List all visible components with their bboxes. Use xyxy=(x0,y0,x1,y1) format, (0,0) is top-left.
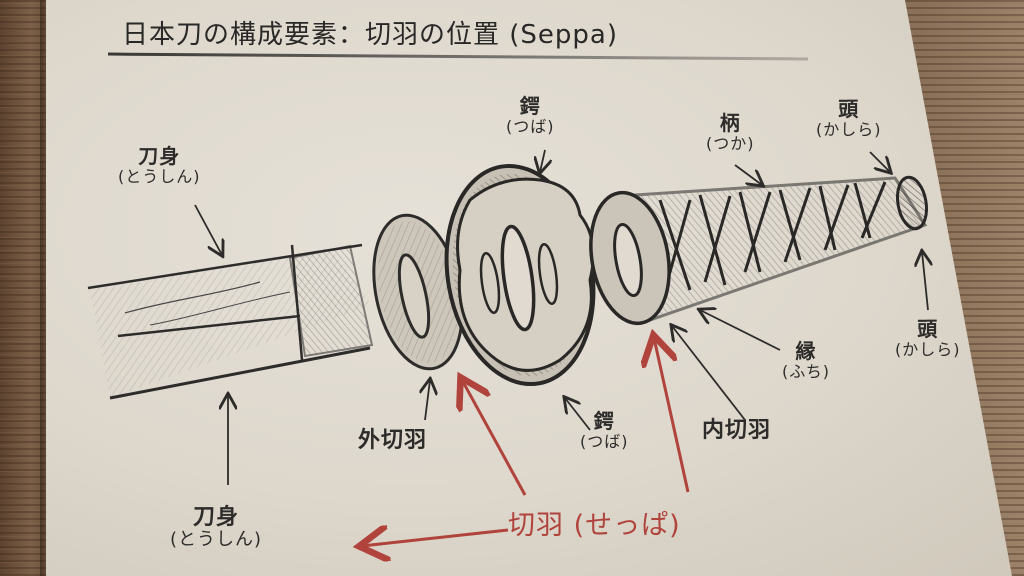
label-outer-seppa: 外切羽 xyxy=(358,428,427,453)
label-kanji: 刀身 xyxy=(138,144,181,168)
arrow-kashira-top-icon xyxy=(869,151,890,172)
label-fuchi: 縁 (ふち) xyxy=(782,340,830,381)
red-arrows xyxy=(362,338,690,546)
label-kashira-right: 頭 (かしら) xyxy=(895,318,961,359)
label-kanji: 鍔 xyxy=(593,409,615,433)
arrow-tsuba-top-icon xyxy=(540,149,545,172)
label-reading: (ふち) xyxy=(782,362,831,381)
arrow-tsuka-icon xyxy=(734,164,762,185)
pencil-arrows xyxy=(194,149,928,485)
label-kanji: 柄 xyxy=(719,111,741,135)
blade-sketch xyxy=(87,243,374,400)
label-kanji: 頭 xyxy=(838,97,860,121)
label-reading: (かしら) xyxy=(895,340,961,359)
label-tsuba-bottom: 鍔 (つば) xyxy=(580,410,629,451)
red-arrow-left-icon xyxy=(362,530,509,546)
arrow-tsuba-bottom-icon xyxy=(565,398,591,431)
label-kanji: 鍔 xyxy=(519,94,541,118)
red-arrow-outer-seppa-icon xyxy=(462,380,527,496)
arrow-outer-seppa-icon xyxy=(425,380,430,421)
outer-seppa-sketch xyxy=(372,213,464,371)
label-kanji: 刀身 xyxy=(193,505,240,530)
label-tsuka: 柄 (つか) xyxy=(706,112,755,153)
arrow-blade-top-icon xyxy=(194,204,222,255)
diagram-title: 日本刀の構成要素：切羽の位置 (Seppa) xyxy=(122,20,618,50)
label-kanji: 頭 xyxy=(917,317,939,341)
seppa-highlight-label: 切羽 (せっぱ) xyxy=(508,510,681,541)
label-reading: (かしら) xyxy=(816,120,882,139)
label-reading: (とうしん) xyxy=(118,167,201,186)
label-kanji: 外切羽 xyxy=(358,428,428,453)
label-blade-bottom: 刀身 (とうしん) xyxy=(170,505,262,551)
arrow-kashira-right-icon xyxy=(922,252,928,311)
tsuka-sketch xyxy=(589,175,929,326)
tsuba-sketch xyxy=(444,163,596,387)
label-inner-seppa: 内切羽 xyxy=(702,418,771,443)
paper-edge-shadow xyxy=(40,0,48,576)
label-tsuba-top: 鍔 (つば) xyxy=(506,95,555,136)
label-kanji: 縁 xyxy=(795,339,817,363)
arrow-inner-seppa-icon xyxy=(672,326,746,421)
arrow-fuchi-icon xyxy=(700,310,781,351)
label-reading: (つか) xyxy=(706,134,755,153)
label-kanji: 内切羽 xyxy=(702,418,772,443)
label-blade-top: 刀身 (とうしん) xyxy=(118,145,201,186)
label-reading: (つば) xyxy=(506,117,555,136)
red-arrow-inner-seppa-icon xyxy=(654,338,690,493)
label-reading: (とうしん) xyxy=(170,529,263,551)
label-reading: (つば) xyxy=(580,432,629,451)
label-kashira-top: 頭 (かしら) xyxy=(816,98,882,139)
